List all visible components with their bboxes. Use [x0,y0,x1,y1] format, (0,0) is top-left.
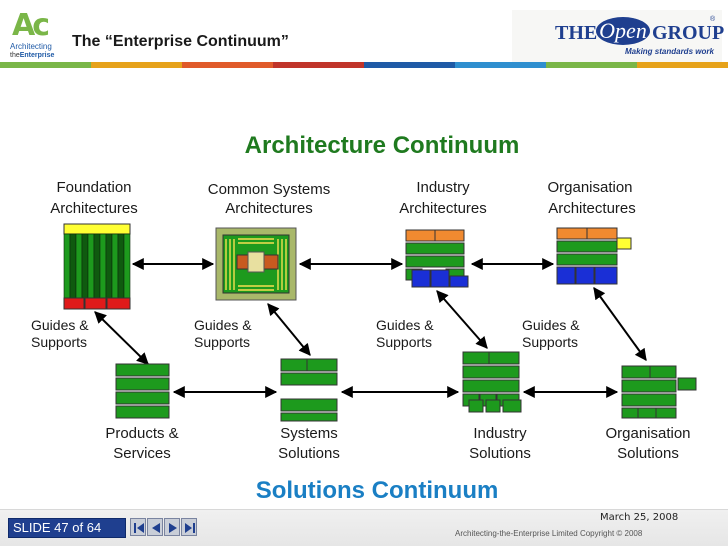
solution-label-industry-line2: Solutions [469,445,531,462]
solution-label-organisation-line2: Solutions [617,445,679,462]
systems-solutions-graphic [280,358,338,422]
color-bar-segment [546,62,637,68]
guide-arrow-4 [593,287,647,361]
open-group-group: GROUP [652,22,725,44]
arch-label-organisation-line2: Architectures [548,200,636,217]
color-bar-segment [637,62,728,68]
foundation-column [81,233,89,299]
guide-arrow-1 [94,311,149,365]
logo-line2-main: Enterprise [19,52,55,59]
solution-label-systems-line1: Systems [280,425,338,442]
color-bar-segment [0,62,91,68]
arch-label-common-systems-line2: Architectures [225,200,313,217]
solutions-continuum-title: Solutions Continuum [256,477,499,504]
header-color-bar [0,62,728,68]
architecture-continuum-title: Architecture Continuum [245,132,520,159]
logo-line1: Architecting [10,42,52,51]
guides-label-4-line1: Guides & [522,317,580,333]
guide-arrow-2 [267,303,311,356]
organisation-solutions-graphic [621,365,697,419]
previous-slide-button[interactable] [147,518,163,536]
last-slide-button[interactable] [181,518,197,536]
arch-label-industry-line2: Architectures [399,200,487,217]
logo-line2-small: the [10,52,20,59]
logo-mark: Ac [12,8,50,43]
last-slide-icon [185,523,195,533]
previous-slide-icon [152,523,160,533]
industry-architecture-graphic [405,229,469,288]
open-group-open: Open [596,17,650,45]
solution-label-systems-line2: Solutions [278,445,340,462]
organisation-architecture-graphic [556,227,632,285]
registered-mark: ® [710,16,716,23]
architecting-enterprise-logo: Ac Architecting theEnterprise [6,8,62,64]
color-bar-segment [364,62,455,68]
slide-date: March 25, 2008 [600,512,679,523]
foundation-column [87,233,95,299]
guides-label-3-line1: Guides & [376,317,434,333]
next-slide-icon [169,523,177,533]
foundation-column [93,233,101,299]
foundation-column [99,233,107,299]
foundation-column [75,233,83,299]
solution-label-organisation-line1: Organisation [605,425,690,442]
arch-label-industry-line1: Industry [416,179,470,196]
foundation-column [111,233,119,299]
industry-solutions-graphic [462,351,522,413]
guide-arrow-3 [436,290,488,349]
foundation-column [117,233,125,299]
arch-label-organisation-line1: Organisation [547,179,632,196]
guides-label-3-line2: Supports [376,334,432,350]
foundation-column [105,233,113,299]
solution-label-products-line1: Products & [105,425,178,442]
foundation-column [63,233,71,299]
arch-label-foundation-line2: Architectures [50,200,138,217]
guides-label-4-line2: Supports [522,334,578,350]
color-bar-segment [91,62,182,68]
guides-label-2-line1: Guides & [194,317,252,333]
next-slide-button[interactable] [164,518,180,536]
color-bar-segment [273,62,364,68]
arch-label-common-systems-line1: Common Systems [208,181,331,198]
color-bar-segment [455,62,546,68]
guides-label-1-line2: Supports [31,334,87,350]
foundation-architecture-graphic [63,223,131,310]
solution-label-industry-line1: Industry [473,425,527,442]
slide-title: The “Enterprise Continuum” [72,33,289,50]
common-systems-architecture-graphic [215,227,297,301]
copyright-notice: Architecting-the-Enterprise Limited Copy… [455,529,643,538]
slide-counter: SLIDE 47 of 64 [8,518,126,538]
arch-label-foundation-line1: Foundation [56,179,131,196]
first-slide-icon [134,523,144,533]
solution-label-products-line2: Services [113,445,171,462]
color-bar-segment [182,62,273,68]
products-services-graphic [115,363,170,419]
first-slide-button[interactable] [130,518,146,536]
guides-label-1-line1: Guides & [31,317,89,333]
foundation-column [123,233,131,299]
open-group-the: THE [555,22,598,44]
open-group-tagline: Making standards work [625,47,714,56]
foundation-column [69,233,77,299]
logo-line2: theEnterprise [10,52,54,59]
guides-label-2-line2: Supports [194,334,250,350]
